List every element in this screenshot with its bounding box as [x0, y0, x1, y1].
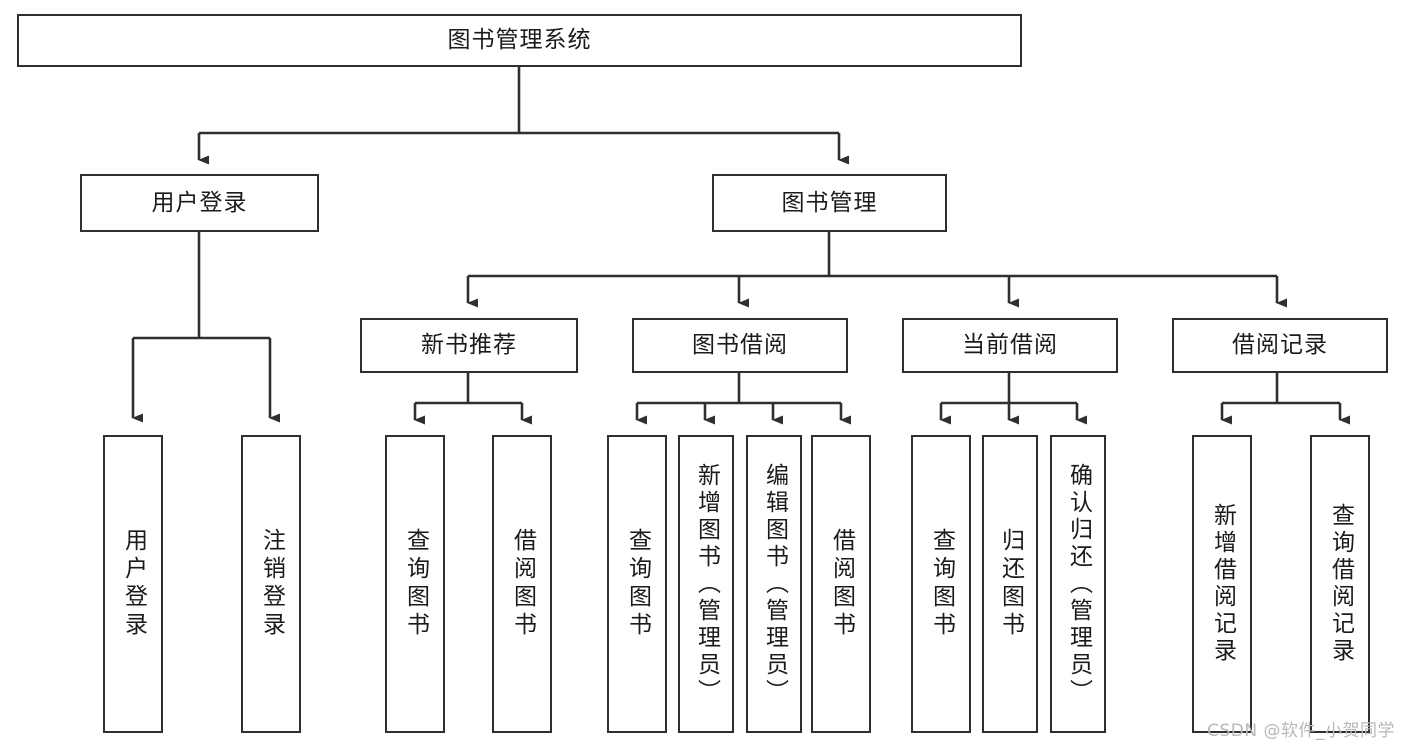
leaf-borrow-book-borrow[interactable]: 借阅图书: [811, 435, 871, 733]
node-book-management[interactable]: 图书管理: [712, 174, 947, 232]
node-borrow-record[interactable]: 借阅记录: [1172, 318, 1388, 373]
leaf-label: 新增借阅记录: [1209, 503, 1236, 665]
leaf-query-book-recommend[interactable]: 查询图书: [385, 435, 445, 733]
leaf-label: 确认归还（管理员）: [1065, 462, 1092, 706]
node-root-system[interactable]: 图书管理系统: [17, 14, 1022, 67]
node-label: 当前借阅: [962, 332, 1058, 359]
leaf-add-borrow-record[interactable]: 新增借阅记录: [1192, 435, 1252, 733]
leaf-label: 归还图书: [997, 528, 1024, 640]
leaf-label: 借阅图书: [509, 528, 536, 640]
leaf-return-book[interactable]: 归还图书: [982, 435, 1038, 733]
node-label: 新书推荐: [421, 332, 517, 359]
leaf-query-book-current[interactable]: 查询图书: [911, 435, 971, 733]
node-label: 用户登录: [151, 189, 248, 216]
leaf-confirm-return[interactable]: 确认归还（管理员）: [1050, 435, 1106, 733]
leaf-label: 查询借阅记录: [1327, 503, 1354, 665]
leaf-label: 查询图书: [928, 528, 955, 640]
node-new-book-recommend[interactable]: 新书推荐: [360, 318, 578, 373]
node-book-borrow[interactable]: 图书借阅: [632, 318, 848, 373]
leaf-label: 编辑图书（管理员）: [761, 462, 788, 706]
csdn-watermark: CSDN @软件_小贺同学: [1207, 721, 1395, 741]
node-label: 图书借阅: [692, 332, 788, 359]
leaf-add-book[interactable]: 新增图书（管理员）: [678, 435, 734, 733]
node-label: 图书管理: [781, 189, 878, 216]
leaf-label: 查询图书: [402, 528, 429, 640]
leaf-label: 注销登录: [258, 528, 285, 640]
leaf-borrow-book-recommend[interactable]: 借阅图书: [492, 435, 552, 733]
leaf-query-book-borrow[interactable]: 查询图书: [607, 435, 667, 733]
leaf-edit-book[interactable]: 编辑图书（管理员）: [746, 435, 802, 733]
node-label: 借阅记录: [1232, 332, 1328, 359]
leaf-label: 查询图书: [624, 528, 651, 640]
node-user-login[interactable]: 用户登录: [80, 174, 319, 232]
leaf-label: 用户登录: [120, 528, 147, 640]
leaf-user-logout[interactable]: 注销登录: [241, 435, 301, 733]
node-label: 图书管理系统: [447, 27, 592, 54]
node-current-borrow[interactable]: 当前借阅: [902, 318, 1118, 373]
leaf-label: 借阅图书: [828, 528, 855, 640]
leaf-label: 新增图书（管理员）: [693, 462, 720, 706]
leaf-query-borrow-record[interactable]: 查询借阅记录: [1310, 435, 1370, 733]
leaf-user-login[interactable]: 用户登录: [103, 435, 163, 733]
